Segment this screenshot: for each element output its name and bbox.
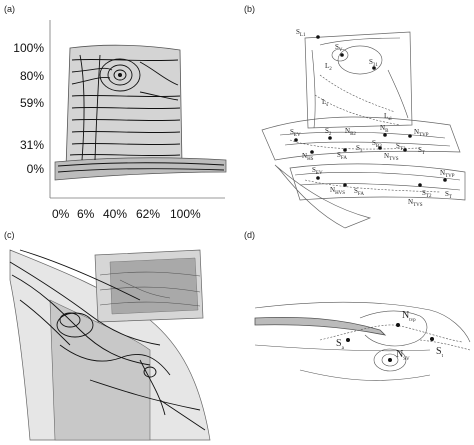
y-tick-label: 0%	[27, 162, 45, 176]
panel-d: (d) Ntvp Sa St NSV	[244, 230, 471, 381]
topology-lines	[254, 301, 471, 381]
tag-lsl: Lsl	[384, 112, 392, 122]
tag-sv: SV	[335, 43, 343, 53]
tag-l2: L2	[325, 62, 332, 72]
y-tick-label: 59%	[20, 96, 44, 110]
x-tick-label: 6%	[77, 207, 95, 221]
tag-sb3: SB3	[372, 139, 382, 149]
tag-nb: NB	[380, 124, 389, 134]
tag-sev-lower: SEV	[312, 166, 323, 176]
node-ntvp	[396, 323, 400, 327]
tag-sl1: SL1	[296, 28, 306, 38]
panel-a: (a) 100% 80% 59% 31% 0% 0% 6% 40% 62% 10…	[4, 4, 227, 221]
tag-st2: ST2	[396, 142, 406, 152]
blade-outline	[304, 31, 413, 129]
tag-s31: S31	[369, 58, 378, 68]
tag-nhs: NHS	[302, 152, 314, 162]
critical-points	[294, 35, 447, 187]
x-tick-label: 40%	[103, 207, 127, 221]
topology-labels: SL1 SV S31 L2 Ls Lsl SEV S2 NB2 NB NTVP …	[290, 28, 455, 208]
tag-sfa: SFA	[337, 151, 347, 161]
tag-ntvs-lower: NTVS	[408, 198, 423, 208]
tag-st: St	[436, 346, 444, 359]
tag-ntvp-lower: NTVP	[440, 169, 455, 179]
topology-lines	[279, 37, 461, 193]
saddle-sa	[346, 338, 350, 342]
x-tick-label: 0%	[52, 207, 70, 221]
y-tick-label: 31%	[20, 138, 44, 152]
tag-nsv: NSV	[396, 349, 410, 362]
y-tick-label: 80%	[20, 69, 44, 83]
vortex-core	[118, 73, 122, 77]
tag-s3: S3	[356, 144, 363, 154]
tag-st-lower: ST	[445, 190, 452, 200]
vortex-streamlines	[9, 249, 206, 431]
panel-b: (b)	[244, 4, 466, 229]
panel-d-label: (d)	[244, 230, 255, 240]
tag-nb2: NB2	[345, 127, 356, 137]
node-nsv	[388, 358, 392, 362]
panel-a-label: (a)	[4, 4, 15, 14]
tag-ntvs: NTVS	[384, 152, 399, 162]
tag-st2-lower: ST2	[422, 189, 432, 199]
tag-ntvp: Ntvp	[402, 310, 416, 323]
tag-nhvs: NHVS	[330, 186, 345, 196]
x-tick-label: 62%	[136, 207, 160, 221]
surface-streamlines	[57, 54, 225, 173]
panel-c-label: (c)	[4, 230, 15, 240]
blade-edge	[254, 316, 387, 336]
saddle-st	[430, 337, 434, 341]
lower-endwall-outline	[289, 163, 466, 201]
y-tick-label: 100%	[13, 41, 44, 55]
tag-sfa-lower: SFA	[354, 187, 364, 197]
tag-s2: S2	[325, 127, 332, 137]
panel-b-label: (b)	[244, 4, 255, 14]
tag-st: ST	[418, 146, 425, 156]
upper-endwall-outline	[261, 116, 461, 161]
lower-passage-outline	[274, 164, 372, 229]
panel-c: (c)	[4, 230, 211, 441]
blade-surface	[65, 44, 183, 169]
tag-sev: SEV	[290, 128, 301, 138]
tag-ntvp: NTVP	[414, 128, 429, 138]
x-tick-label: 100%	[170, 207, 201, 221]
tag-ls: Ls	[322, 98, 328, 108]
inset-view	[94, 249, 204, 323]
tag-sa: Sa	[336, 338, 345, 351]
